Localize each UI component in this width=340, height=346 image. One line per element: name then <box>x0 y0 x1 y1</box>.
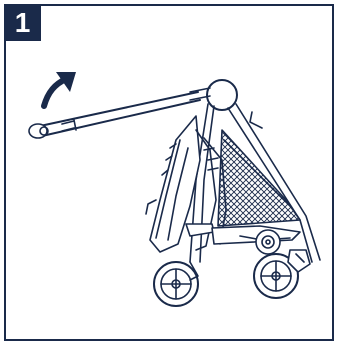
rear-wheel <box>254 250 310 298</box>
storage-basket <box>218 130 300 226</box>
rear-wheel-small <box>256 230 280 254</box>
handle-bar <box>29 92 200 138</box>
front-wheel <box>154 262 198 306</box>
fold-hinge <box>207 80 237 110</box>
curved-arrow-icon <box>44 72 76 106</box>
